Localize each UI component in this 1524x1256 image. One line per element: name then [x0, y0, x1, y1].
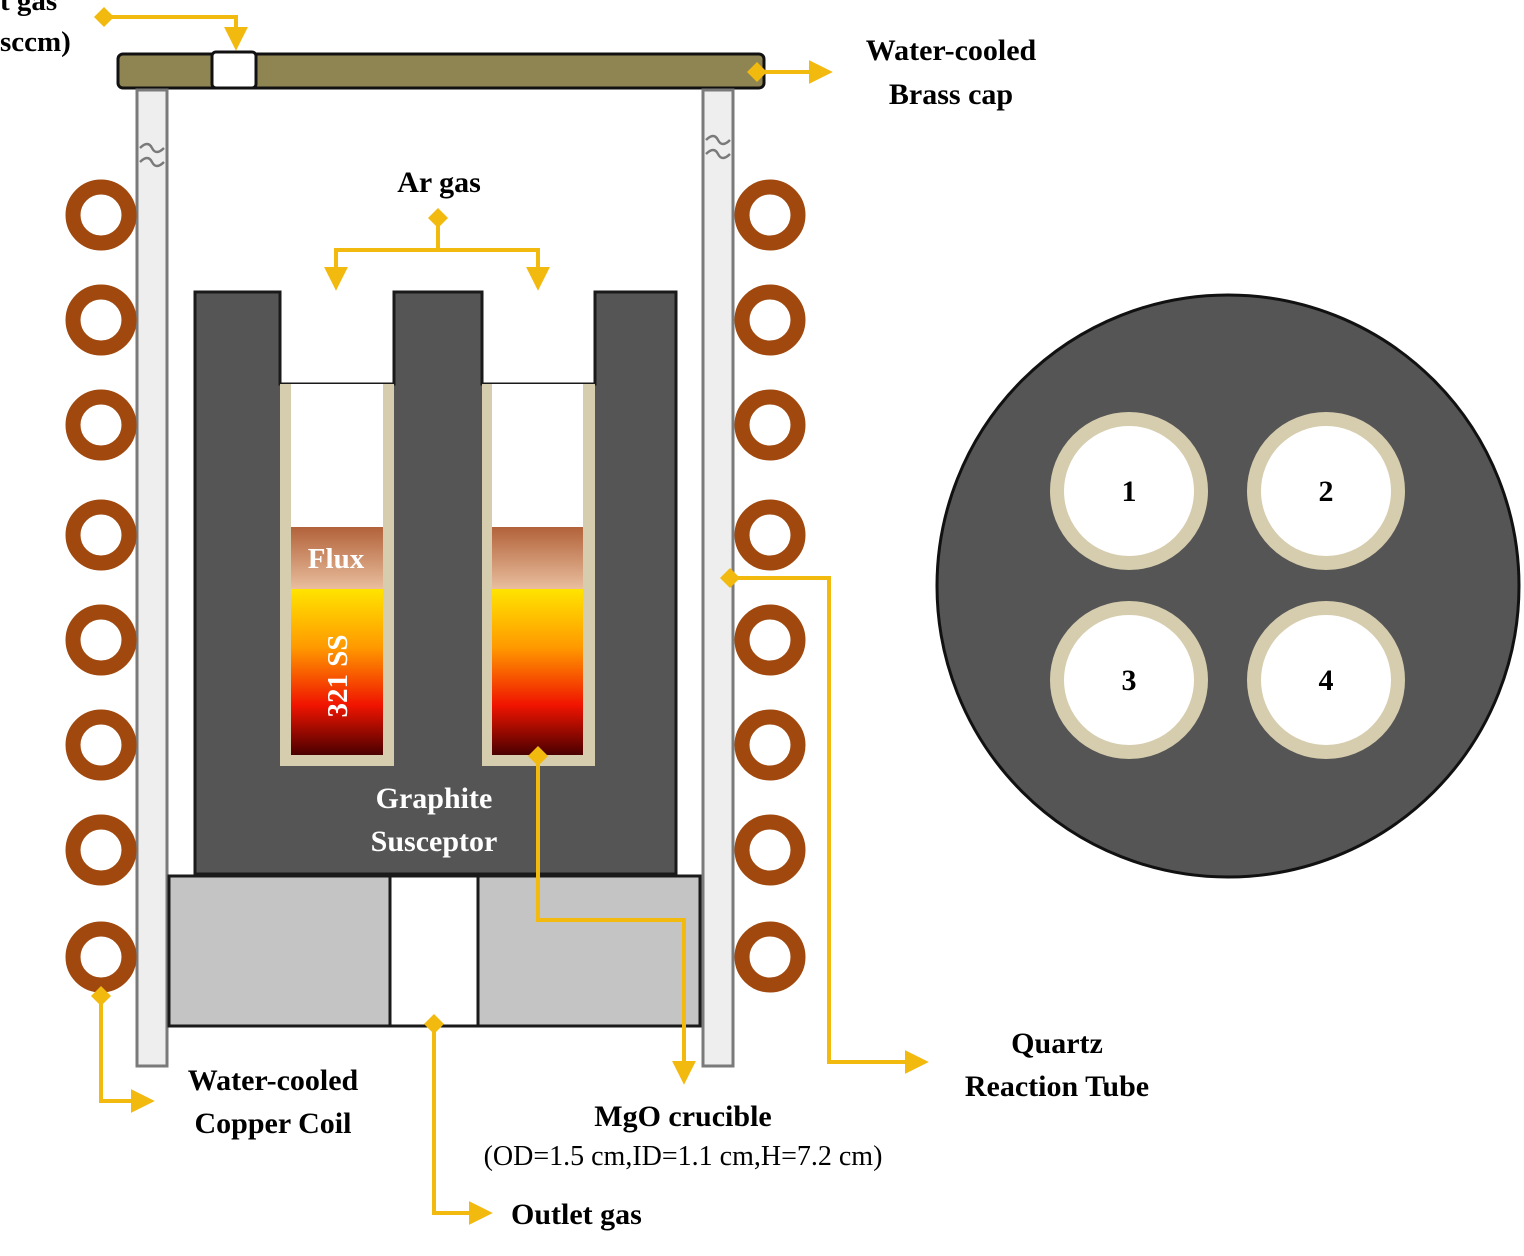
flux-layer-left	[291, 527, 383, 589]
quartz-tube-label-line2: Reaction Tube	[965, 1070, 1149, 1103]
coil-label-line1: Water-cooled	[188, 1064, 359, 1097]
tube-break-right	[705, 134, 731, 160]
inlet-gas-label-line2: sccm)	[0, 26, 71, 58]
crucible-number-3: 3	[1122, 664, 1137, 697]
top-view-crucible-4: 4	[1247, 601, 1405, 759]
ar-gas-label: Ar gas	[397, 166, 481, 199]
top-view-crucible-2: 2	[1247, 412, 1405, 570]
susceptor-label-line1: Graphite	[376, 782, 493, 815]
inlet-gas-label-line1: t gas	[0, 0, 57, 17]
quartz-tube-right-wall	[701, 88, 735, 1068]
susceptor-label-line2: Susceptor	[371, 825, 498, 858]
outlet-channel	[388, 874, 480, 1028]
crucible-dims-label: (OD=1.5 cm,ID=1.1 cm,H=7.2 cm)	[484, 1141, 883, 1172]
coil-label-line2: Copper Coil	[195, 1107, 352, 1140]
brass-cap-label-line1: Water-cooled	[866, 34, 1037, 67]
crucible-leader	[528, 746, 696, 1085]
susceptor-top-view	[935, 293, 1521, 879]
copper-coil-right	[734, 179, 806, 993]
inlet-gas-leader	[94, 7, 248, 51]
insulation-block-right	[476, 874, 702, 1028]
gas-inlet-port	[210, 50, 258, 90]
tube-break-left	[139, 142, 165, 168]
steel-melt-right	[492, 589, 583, 755]
copper-coil-left	[65, 179, 137, 993]
crucible-number-2: 2	[1319, 475, 1334, 508]
crucible-number-4: 4	[1319, 664, 1334, 697]
brass-cap-label-line2: Brass cap	[889, 78, 1013, 111]
steel-label: 321 SS	[322, 634, 354, 717]
flux-layer-right	[492, 527, 583, 589]
top-view-crucible-3: 3	[1050, 601, 1208, 759]
coil-leader	[91, 986, 155, 1113]
top-view-crucible-1: 1	[1050, 412, 1208, 570]
crucible-number-1: 1	[1122, 475, 1137, 508]
quartz-tube-left-wall	[135, 88, 169, 1068]
insulation-block-left	[167, 874, 392, 1028]
outlet-gas-leader	[424, 1014, 493, 1225]
steel-melt-left	[291, 589, 383, 755]
quartz-tube-leader	[720, 568, 929, 1074]
flux-label: Flux	[308, 543, 365, 575]
ar-gas-leader-right	[438, 248, 550, 291]
ar-gas-leader-left	[324, 208, 448, 291]
quartz-tube-label-line1: Quartz	[1011, 1027, 1103, 1060]
outlet-gas-label: Outlet gas	[511, 1198, 642, 1231]
crucible-title-label: MgO crucible	[594, 1100, 771, 1133]
